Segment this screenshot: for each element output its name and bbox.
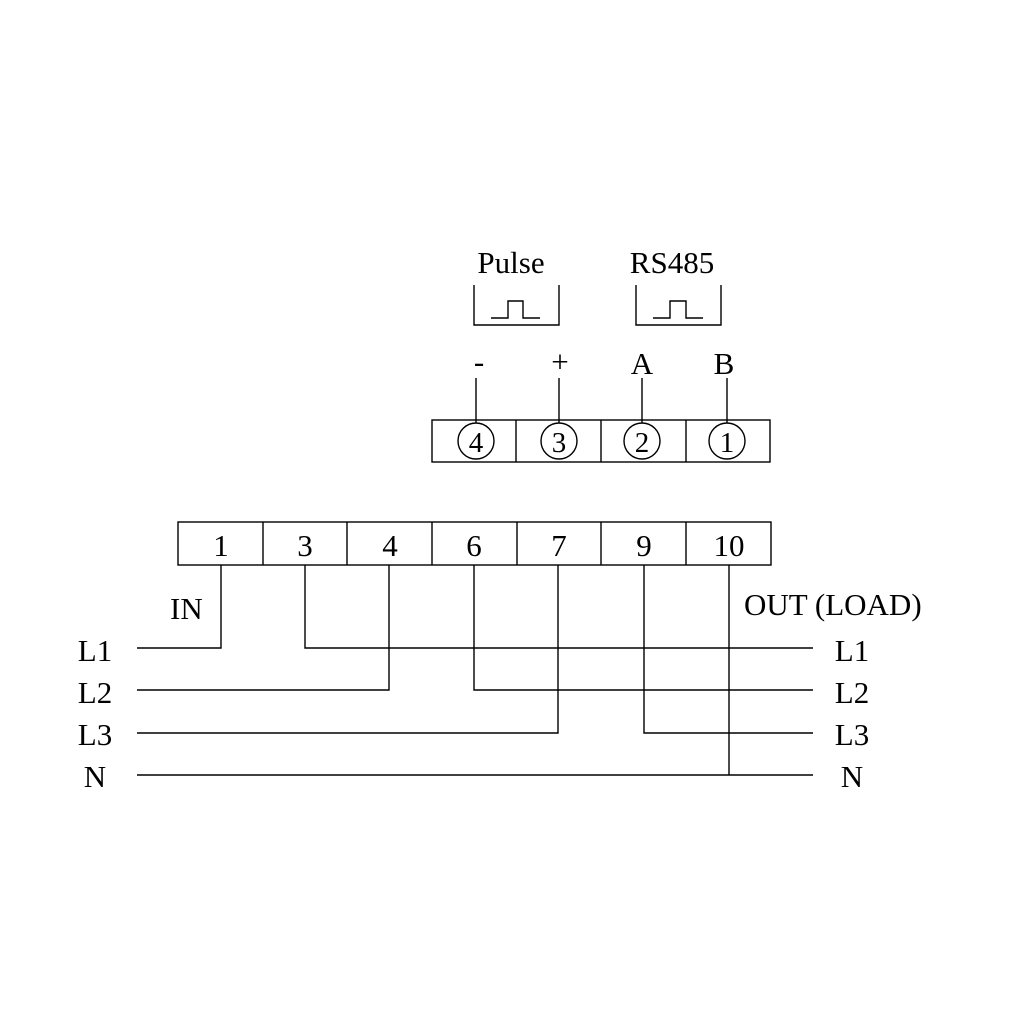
wire-output-l2 [473, 565, 813, 691]
input-line-l3-label: L3 [78, 717, 112, 752]
output-line-l3-label: L3 [835, 717, 869, 752]
output-side-label: OUT (LOAD) [744, 587, 922, 622]
terminal-7-label: 7 [551, 528, 567, 563]
output-line-l1-label: L1 [835, 633, 869, 668]
output-line-l2-label: L2 [835, 675, 869, 710]
polarity-plus-label: + [551, 344, 568, 379]
terminal-9-label: 9 [636, 528, 652, 563]
terminal-10-label: 10 [714, 528, 745, 563]
signal-terminal-2-circle [623, 422, 661, 460]
pulse-group-title: Pulse [477, 245, 544, 280]
terminal-4-label: 4 [382, 528, 398, 563]
input-line-l1-label: L1 [78, 633, 112, 668]
input-line-n-label: N [84, 759, 106, 794]
signal-terminal-1-number: 1 [720, 427, 735, 459]
wire-input-l2 [137, 565, 390, 691]
signal-terminal-3-circle [540, 422, 578, 460]
rs485-waveform-icon [635, 285, 722, 326]
wire-input-l1 [137, 565, 222, 649]
signal-terminal-2-number: 2 [635, 427, 650, 459]
polarity-a-label: A [631, 346, 654, 381]
wire-output-l1 [304, 565, 813, 649]
terminal-3-label: 3 [297, 528, 313, 563]
wire-input-l3 [137, 565, 559, 734]
wire-output-l3 [643, 565, 813, 734]
pulse-waveform-icon [473, 285, 560, 326]
signal-terminal-4-circle [457, 422, 495, 460]
input-side-label: IN [170, 591, 203, 626]
input-line-l2-label: L2 [78, 675, 112, 710]
main-terminal-block: 1 3 4 6 7 9 10 [177, 521, 772, 566]
rs485-group-title: RS485 [630, 245, 714, 280]
signal-terminal-3-number: 3 [552, 427, 567, 459]
terminal-1-label: 1 [213, 528, 229, 563]
signal-terminal-1-circle [708, 422, 746, 460]
polarity-minus-label: - [474, 344, 484, 379]
signal-terminal-block: 4 3 2 1 [431, 378, 771, 463]
signal-terminal-4-number: 4 [469, 427, 484, 459]
polarity-b-label: B [714, 346, 735, 381]
terminal-6-label: 6 [466, 528, 482, 563]
output-line-n-label: N [841, 759, 863, 794]
